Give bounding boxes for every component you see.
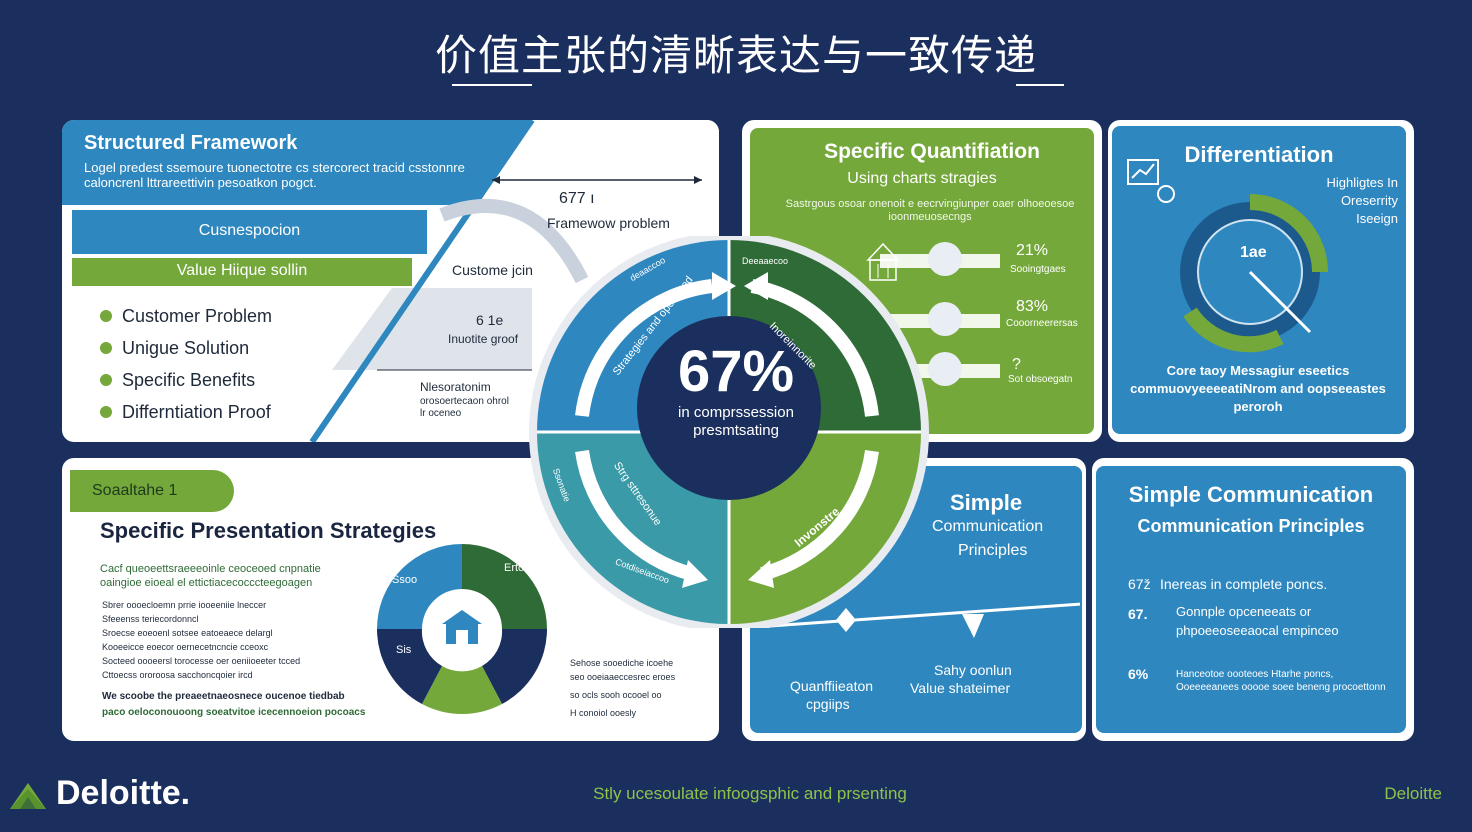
list-item: Socteed oooeersl torocesse oer oeniioeet…: [102, 656, 301, 666]
quant-label: Cooorneerersas: [1006, 318, 1078, 329]
comm-text: Hanceotoe oooteoes Htarhe poncs, Ooeeeea…: [1176, 669, 1386, 693]
list-item: Cttoecss ororoosa sacchoncqoier ircd: [102, 670, 253, 680]
presentation-bottom-line-2: paco oeloconouoong soeatvitoe icecennoei…: [102, 707, 366, 718]
simple-title-2: Communication: [932, 518, 1044, 535]
quant-label: Sot obsoegatn: [1008, 374, 1073, 385]
diff-title: Differentiation: [1184, 142, 1334, 167]
framework-problem-label: Framewow problem: [547, 215, 670, 231]
simple-title-3: Principles: [958, 542, 1028, 559]
central-percent: 67%: [677, 339, 795, 404]
quant-circle: [928, 242, 962, 276]
framework-header-band: [62, 120, 532, 205]
chart-board-icon: [1127, 159, 1175, 203]
footer-brand-right: Deloitte: [1384, 784, 1442, 803]
diff-side-text: Highligtes In Oreserrity Iseeign: [1326, 175, 1398, 226]
bullet-dot: [100, 310, 112, 322]
side-note: H conoiol ooesly: [570, 708, 637, 718]
quant-value: ?: [1012, 356, 1021, 373]
brand-name: Deloitte.: [56, 774, 191, 812]
arrow-value: 677 ı: [559, 190, 595, 207]
bullet-dot: [100, 342, 112, 354]
diff-body: Core taoy Messagiur eseetics commuovyeee…: [1130, 363, 1386, 414]
right-label-2: Value shateimer: [910, 680, 1011, 696]
side-note: seo ooeiaaeccesrec eroes: [570, 672, 676, 682]
dial-label: 1ae: [1240, 244, 1267, 261]
list-item-label: Differntiation Proof: [122, 401, 271, 422]
quant-value: 83%: [1016, 298, 1049, 315]
list-item: Sbrer oooecloemn prrie iooeeniie lneccer: [102, 600, 267, 610]
list-item: Unigue Solution: [100, 332, 272, 364]
list-item: Sfeeenss teriecordonncl: [102, 614, 199, 624]
presentation-intro: Cacf queoeettsraeeeoinle ceoceoed cnpnat…: [100, 563, 321, 589]
quant-title: Specific Quantifiation: [824, 140, 1040, 163]
central-line-2: presmtsating: [693, 422, 779, 439]
bullet-dot: [100, 406, 112, 418]
quant-description: Sastrgous osoar onenoit e eecrvingiunper…: [785, 198, 1075, 223]
central-stat: 67% in comprssession presmtsating: [636, 340, 836, 440]
logo-chevron-icon: [10, 782, 46, 809]
central-line-1: in comprssession: [678, 404, 794, 421]
value-solution-bar: Value Hiique sollin: [72, 258, 412, 286]
central-ring-graphic: [529, 236, 929, 628]
bar2-label: Value Hiique sollin: [176, 262, 308, 279]
bar1-label: Cusnespocion: [198, 222, 301, 239]
title-underline-left: [452, 84, 532, 86]
differentiation-panel: Differentiation Highligtes In Oreserrity…: [1108, 120, 1414, 442]
note-title: Nlesoratonim: [420, 380, 491, 394]
list-item: Differntiation Proof: [100, 396, 272, 428]
quant-circle: [928, 302, 962, 336]
comm-text: Inereas in complete poncs.: [1160, 576, 1328, 592]
section-badge: Soaaltahe 1: [70, 470, 234, 512]
side-note: Sehose sooediche icoehe: [570, 658, 674, 668]
differentiation-panel-body: Differentiation Highligtes In Oreserrity…: [1112, 126, 1406, 434]
side-note: so ocls sooh ocooel oo: [570, 690, 662, 700]
right-label-1: Sahy oonlun: [934, 662, 1012, 678]
principles-connector: [769, 602, 1080, 638]
title-underline-right: [1016, 84, 1064, 86]
framework-title: Structured Framework: [84, 132, 298, 154]
donut-label-tr: Erto: [504, 562, 525, 574]
list-item: Customer Problem: [100, 300, 272, 332]
quant-subtitle: Using charts stragies: [847, 170, 997, 187]
framework-list: Customer Problem Unigue Solution Specifi…: [100, 300, 272, 428]
comm-value: 6%: [1128, 666, 1149, 682]
comm-value: 67ž: [1128, 576, 1151, 592]
quant-label: Sooingtgaes: [1010, 264, 1066, 275]
comm-text: Gonnple opceneeats or phpoeeoseeaocal em…: [1176, 604, 1339, 638]
presentation-bottom-line-1: We scoobe the preaeetnaeosnece oucenoe t…: [102, 691, 345, 702]
list-item-label: Customer Problem: [122, 305, 273, 326]
list-item: Specific Benefits: [100, 364, 272, 396]
six-label: 6 1e: [476, 312, 504, 328]
footer-tagline: Stly ucesoulate infoogsphic and prsentin…: [593, 784, 907, 803]
gauge-dial-icon: [1180, 194, 1328, 353]
simple-title-1: Simple: [950, 490, 1023, 515]
list-item-label: Specific Benefits: [122, 369, 256, 390]
framework-subtitle: Logel predest ssemoure tuonectotre cs st…: [84, 160, 465, 190]
deloitte-logo: Deloitte.: [10, 774, 190, 813]
list-item-label: Unigue Solution: [122, 337, 250, 358]
donut-label-l: Ssoo: [392, 574, 418, 586]
customer-problem-bar: Cusnespocion: [72, 210, 427, 254]
note-body: orosoertecaon ohrol lr oceneo: [420, 396, 509, 419]
simple-communication-body: Simple Communication Communication Princ…: [1096, 466, 1406, 733]
page-title: 价值主张的清晰表达与一致传递: [434, 31, 1037, 80]
left-label-2: cpgiips: [806, 696, 850, 712]
presentation-bullets: Sbrer oooecloemn prrie iooeeniie lneccer…: [102, 598, 300, 682]
customer-label: Custome jcin: [452, 262, 533, 278]
simple-communication-panel: Simple Communication Communication Princ…: [1092, 458, 1414, 741]
donut-label-bl: Sis: [396, 644, 412, 656]
list-item: Sroecse eoeoenl sotsee eatoeaece delargl: [102, 628, 273, 638]
list-item: Kooeeicce eoecor oernecetncncie cceoxc: [102, 642, 269, 652]
comm-title: Simple Communication: [1128, 482, 1374, 507]
quant-circle: [928, 352, 962, 386]
bullet-dot: [100, 374, 112, 386]
outer-label-tl: Deeaaecoo: [742, 256, 789, 266]
comm-subtitle: Communication Principles: [1137, 516, 1365, 536]
presentation-title: Specific Presentation Strategies: [100, 518, 437, 543]
strategy-donut: [377, 544, 547, 714]
quant-value: 21%: [1016, 242, 1049, 259]
left-label-1: Quanffiieaton: [790, 678, 874, 694]
proof-label: Inuotite groof: [448, 332, 519, 346]
comm-value: 67.: [1128, 606, 1148, 622]
